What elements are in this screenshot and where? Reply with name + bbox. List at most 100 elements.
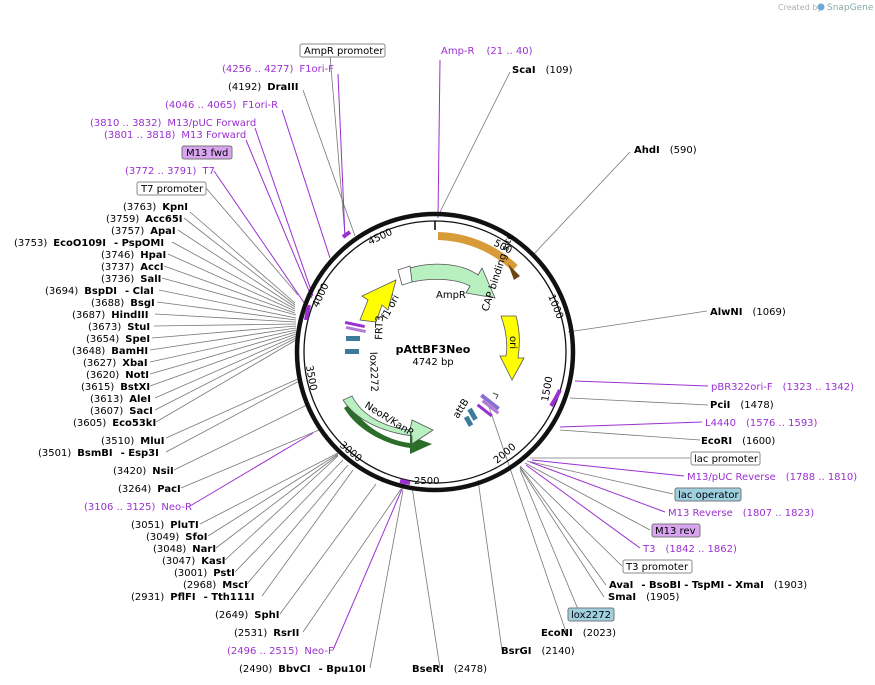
primer-f1ori-r[interactable]: (4046 .. 4065)F1ori-R [165, 100, 278, 111]
primer-mark-neo-f [399, 479, 411, 485]
neo-shadow [344, 404, 432, 454]
enzyme-pluti[interactable]: (3051)PluTI [131, 520, 199, 531]
label-leader-lines [149, 54, 709, 669]
right-enzyme-labels: ScaI(109) AhdI(590) AlwNI(1069) PciI(147… [412, 65, 807, 675]
enzyme-bsgi[interactable]: (3688)BsgI [91, 298, 155, 309]
feature-label-lox: lox2272 [367, 352, 379, 392]
feature-label-ampr: AmpR [436, 290, 466, 301]
enzyme-apai[interactable]: (3757)ApaI [111, 226, 176, 237]
enzyme-msci[interactable]: (2968)MscI [183, 580, 248, 591]
enzyme-xbai[interactable]: (3627)XbaI [83, 358, 148, 369]
enzyme-econi[interactable]: EcoNI(2023) [541, 628, 616, 639]
ampr-promoter-box [397, 265, 413, 286]
enzyme-sfoi[interactable]: (3049)SfoI [146, 532, 207, 543]
enzyme-avai[interactable]: AvaI- BsoBI - TspMI - XmaI(1903) [609, 580, 807, 591]
enzyme-ahdi[interactable]: AhdI(590) [634, 145, 697, 156]
brand-snapgene: SnapGene [827, 3, 874, 13]
box-m13-fwd-label: M13 fwd [186, 148, 228, 159]
primer-mark-pbr322 [549, 389, 562, 408]
left-primer-labels: (4256 .. 4277)F1ori-F (4046 .. 4065)F1or… [84, 64, 334, 657]
snapgene-logo-icon [817, 3, 825, 11]
enzyme-eco53ki[interactable]: (3605)Eco53kI [73, 418, 156, 429]
box-ampr-promoter[interactable]: AmpR promoter [299, 43, 386, 58]
tick-label-1500: 1500 [540, 376, 555, 403]
box-lac-operator-label: lac operator [678, 490, 739, 501]
primer-neo-f[interactable]: (2496 .. 2515)Neo-F [227, 646, 334, 657]
enzyme-spei[interactable]: (3654)SpeI [86, 334, 150, 345]
ori-band-arrowhead [508, 264, 520, 280]
primer-leader-lines [189, 59, 709, 651]
enzyme-mlui[interactable]: (3510)MluI [101, 436, 164, 447]
enzyme-psti[interactable]: (3001)PstI [174, 568, 235, 579]
enzyme-nsii[interactable]: (3420)NsiI [113, 466, 174, 477]
enzyme-scai[interactable]: ScaI(109) [512, 65, 573, 76]
enzyme-ecori[interactable]: EcoRI(1600) [701, 436, 775, 447]
enzyme-bsrgi[interactable]: BsrGI(2140) [501, 646, 575, 657]
box-lac-promoter[interactable]: lac promoter [690, 451, 761, 466]
box-lac-operator[interactable]: lac operator [674, 487, 742, 502]
primer-m13-puc-forward[interactable]: (3810 .. 3832)M13/pUC Forward [90, 118, 256, 129]
enzyme-bseri[interactable]: BseRI(2478) [412, 664, 487, 675]
enzyme-acc65i[interactable]: (3759)Acc65I [106, 214, 183, 225]
enzyme-bspdi[interactable]: (3694)BspDI- ClaI [45, 286, 154, 297]
plasmid-size: 4742 bp [412, 357, 453, 368]
box-lox2272[interactable]: lox2272 [567, 607, 615, 622]
box-m13-rev[interactable]: M13 rev [651, 523, 701, 538]
f1-ori-arrow [359, 279, 397, 323]
ori-band [437, 232, 518, 271]
primer-mark-t7 [304, 304, 311, 321]
primer-mark-f1ori [341, 230, 352, 239]
primer-m13-forward[interactable]: (3801 .. 3818)M13 Forward [104, 130, 246, 141]
enzyme-sphi[interactable]: (2649)SphI [215, 610, 279, 621]
box-lac-promoter-label: lac promoter [694, 454, 759, 465]
enzyme-sali[interactable]: (3736)SalI [101, 274, 161, 285]
enzyme-stui[interactable]: (3673)StuI [88, 322, 150, 333]
enzyme-alwni[interactable]: AlwNI(1069) [710, 307, 786, 318]
box-ampr-promoter-label: AmpR promoter [304, 46, 384, 57]
enzyme-noti[interactable]: (3620)NotI [86, 370, 149, 381]
box-m13-fwd[interactable]: M13 fwd [181, 145, 233, 160]
enzyme-alei[interactable]: (3613)AleI [90, 394, 151, 405]
primer-pbr322ori-f[interactable]: pBR322ori-F(1323 .. 1342) [711, 382, 854, 393]
primer-f1ori-f[interactable]: (4256 .. 4277)F1ori-F [222, 64, 334, 75]
enzyme-pcii[interactable]: PciI(1478) [710, 400, 774, 411]
enzyme-acci[interactable]: (3737)AccI [101, 262, 164, 273]
enzyme-kasi[interactable]: (3047)KasI [162, 556, 225, 567]
enzyme-paci[interactable]: (3264)PacI [118, 484, 181, 495]
enzyme-saci[interactable]: (3607)SacI [90, 406, 153, 417]
primer-neo-r[interactable]: (3106 .. 3125)Neo-R [84, 502, 192, 513]
enzyme-rsrii[interactable]: (2531)RsrII [234, 628, 299, 639]
feature-label-ori: ori [507, 336, 518, 349]
box-t3-promoter[interactable]: T3 promoter [622, 559, 693, 574]
primer-l4440[interactable]: L4440(1576 .. 1593) [705, 418, 818, 429]
tick-label-3500: 3500 [303, 365, 318, 392]
enzyme-hindiii[interactable]: (3687)HindIII [72, 310, 149, 321]
enzyme-bbvci[interactable]: (2490)BbvCI- Bpu10I [239, 664, 366, 675]
box-t7-promoter[interactable]: T7 promoter [136, 181, 207, 196]
enzyme-bstxi[interactable]: (3615)BstXI [81, 382, 150, 393]
plasmid-name: pAttBF3Neo [396, 343, 471, 356]
enzyme-draiii[interactable]: (4192)DraIII [228, 82, 298, 93]
box-lox2272-label: lox2272 [571, 610, 611, 621]
neor-kanr-arrow [342, 395, 434, 445]
enzyme-ecoo109i[interactable]: (3753)EcoO109I- PspOMI [14, 238, 164, 249]
enzyme-hpai[interactable]: (3746)HpaI [101, 250, 166, 261]
primer-amp-r[interactable]: Amp-R(21 .. 40) [441, 46, 533, 57]
enzyme-nari[interactable]: (3048)NarI [153, 544, 216, 555]
enzyme-pflfi[interactable]: (2931)PflFI- Tth111I [131, 592, 255, 603]
left-enzyme-labels: (4192)DraIII (3763)KpnI (3759)Acc65I (37… [14, 82, 366, 675]
enzyme-bamhi[interactable]: (3648)BamHI [72, 346, 148, 357]
right-primer-labels: Amp-R(21 .. 40) pBR322ori-F(1323 .. 1342… [441, 46, 857, 555]
primer-m13-reverse[interactable]: M13 Reverse(1807 .. 1823) [668, 508, 814, 519]
feature-label-frt3: FRT3 [374, 315, 386, 340]
box-t3-promoter-label: T3 promoter [625, 562, 689, 573]
primer-t3[interactable]: T3(1842 .. 1862) [642, 544, 737, 555]
enzyme-bsmbi[interactable]: (3501)BsmBI- Esp3I [38, 448, 159, 459]
primer-t7[interactable]: (3772 .. 3791)T7 [125, 166, 215, 177]
ori-arrow [499, 315, 525, 381]
enzyme-smai[interactable]: SmaI(1905) [608, 592, 679, 603]
primer-m13-puc-reverse[interactable]: M13/pUC Reverse(1788 .. 1810) [687, 472, 857, 483]
cap-site-mark [492, 392, 499, 400]
enzyme-kpni[interactable]: (3763)KpnI [123, 202, 188, 213]
